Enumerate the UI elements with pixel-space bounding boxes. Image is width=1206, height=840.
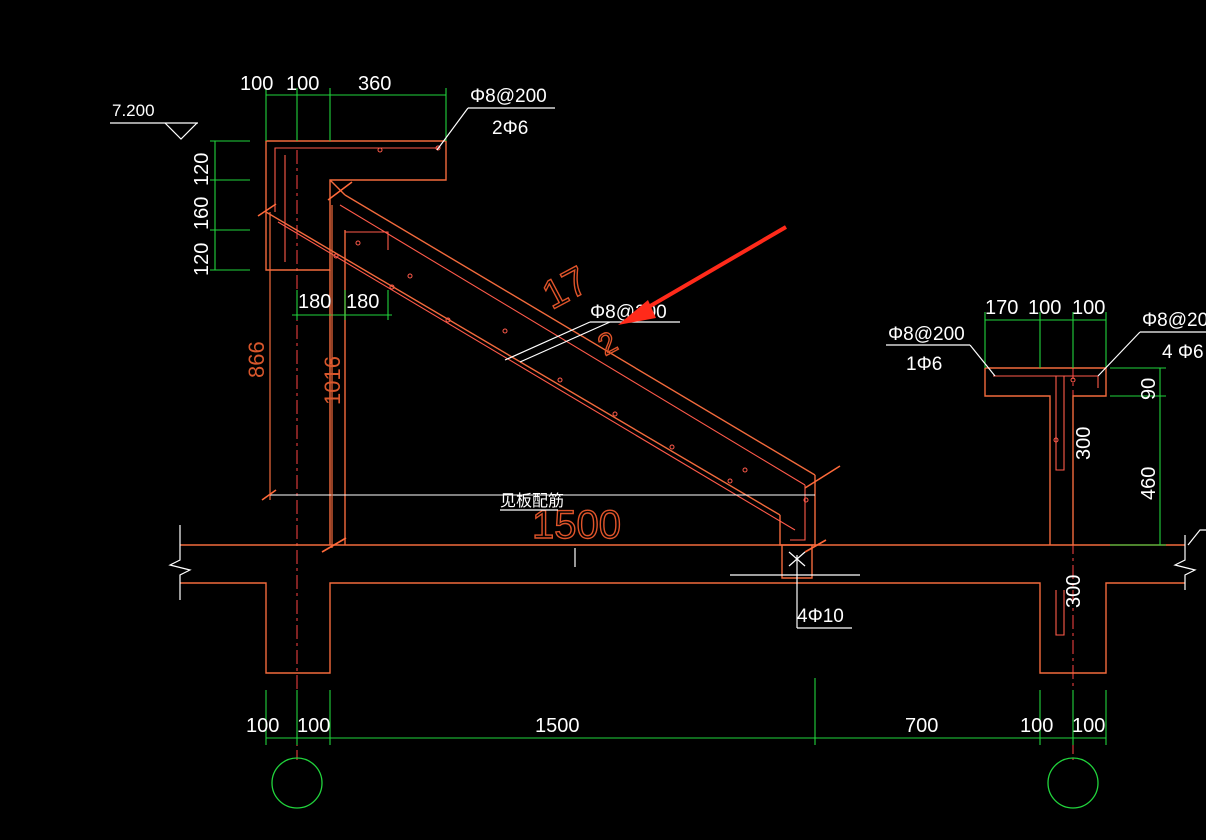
top-beam-outline: [265, 140, 447, 271]
slash-ticks: [257, 181, 841, 553]
dim-bottom-700: 700: [905, 715, 938, 737]
dim-right-90: 90: [1138, 378, 1160, 400]
dim-right-460: 460: [1138, 467, 1160, 500]
axis-bubble-right: [1047, 757, 1099, 809]
dim-right-100a: 100: [1028, 297, 1061, 319]
right-left-leader-d: [969, 344, 996, 377]
axis-bubble-left: [271, 757, 323, 809]
dim-left-120b: 120: [191, 243, 213, 276]
top-rebar-bars: 2Φ6: [492, 118, 528, 139]
top-leader-diag: [436, 107, 469, 151]
rebar-dots: [333, 145, 1076, 503]
beam-depth-lower: 300: [1063, 575, 1085, 608]
rebar-right-lower: [1055, 590, 1065, 636]
dim-top-100a: 100: [240, 73, 273, 95]
dim-bottom-100a: 100: [246, 715, 279, 737]
rebar-top-beam: [274, 147, 438, 212]
dim-right-100b: 100: [1072, 297, 1105, 319]
slab-thickness-fragment-2: 2: [593, 325, 623, 362]
slab-leader-a: [504, 321, 591, 361]
slab-leader-b: [519, 321, 611, 363]
dim-mid-180a: 180: [298, 291, 331, 313]
dim-1016: 1016: [320, 356, 345, 405]
dim-bottom-100b: 100: [297, 715, 330, 737]
elevation-triangle: [164, 122, 198, 140]
rebar-right-stem: [1055, 376, 1065, 471]
dim-bottom-100c: 100: [1020, 715, 1053, 737]
stair-slab-bottom-edge: [265, 211, 781, 516]
see-slab-rebar-label: 见板配筋: [500, 492, 564, 510]
right-right-stirrup: Φ8@20: [1142, 310, 1206, 331]
dim-bottom-100d: 100: [1072, 715, 1105, 737]
rebar-slab-end: [790, 485, 806, 541]
rebar-slab-bottom: [277, 221, 796, 531]
right-right-leader-d: [1097, 331, 1141, 377]
right-edge-mark: [1187, 529, 1206, 546]
right-right-bars: 4 Φ6: [1162, 342, 1204, 363]
dim-right-170: 170: [985, 297, 1018, 319]
break-mark-left: [168, 525, 192, 600]
right-left-stirrup: Φ8@200: [888, 324, 965, 345]
dim-left-120a: 120: [191, 153, 213, 186]
floor-slab-bottom-left: [180, 582, 1185, 674]
dim-top-100b: 100: [286, 73, 319, 95]
rebar-right-beam: [993, 375, 1099, 388]
top-rebar-stirrup: Φ8@200: [470, 86, 547, 107]
x-mark-b: [788, 551, 806, 567]
rebar-slab-top: [339, 204, 806, 486]
bottom-dim-ticks: [265, 678, 1107, 745]
dim-866: 866: [244, 341, 269, 378]
dim-mid-180b: 180: [346, 291, 379, 313]
dim-bottom-1500: 1500: [535, 715, 580, 737]
right-beam-outline-2: [984, 368, 1051, 545]
beam-depth-upper: 300: [1073, 427, 1095, 460]
break-mark-right: [1173, 535, 1197, 590]
slab-top-start: [329, 179, 346, 196]
low-beam-rebar: 4Φ10: [797, 606, 844, 627]
right-beam-outline: [985, 367, 1107, 545]
dim-top-360: 360: [358, 73, 391, 95]
slab-thickness-fragment: 17: [535, 258, 595, 318]
rebar-landing-step: [345, 231, 389, 250]
annotation-arrow: [618, 225, 788, 325]
right-left-bars: 1Φ6: [906, 354, 942, 375]
dim-left-160: 160: [191, 197, 213, 230]
elevation-text: 7.200: [112, 101, 155, 120]
